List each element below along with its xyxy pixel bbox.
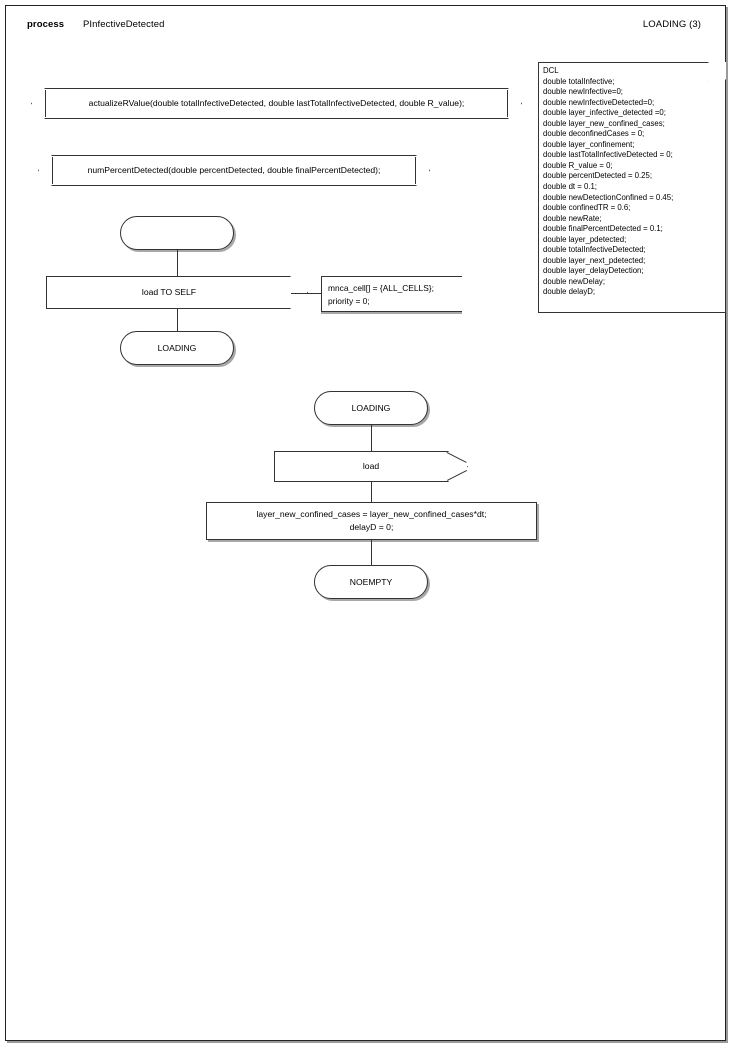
- comment-symbol: mnca_cell[] = {ALL_CELLS}; priority = 0;: [321, 276, 462, 312]
- connector-input-to-task: [371, 482, 372, 502]
- procedure-symbol-actualize-rvalue[interactable]: actualizeRValue(double totalInfectiveDet…: [31, 88, 522, 119]
- declaration-text: DCL double totalInfective; double newInf…: [543, 66, 674, 297]
- procedure-outline: [38, 155, 430, 186]
- procedure-inner-outline: [52, 157, 416, 184]
- comment-text: mnca_cell[] = {ALL_CELLS}; priority = 0;: [328, 283, 434, 306]
- connector-start-to-output: [177, 250, 178, 276]
- state-label: LOADING: [351, 402, 391, 413]
- diagram-kind-label: process: [27, 19, 65, 30]
- state-symbol-loading-2[interactable]: LOADING: [314, 391, 428, 425]
- comment-connector-line: [291, 293, 322, 294]
- state-label: LOADING: [157, 342, 197, 353]
- state-symbol-noempty[interactable]: NOEMPTY: [314, 565, 428, 599]
- page-title: PInfectiveDetected: [83, 19, 165, 30]
- input-label: load: [362, 461, 380, 471]
- procedure-outline: [31, 88, 522, 119]
- procedure-symbol-num-percent-detected[interactable]: numPercentDetected(double percentDetecte…: [38, 155, 430, 186]
- page-index-label: LOADING (3): [642, 19, 701, 30]
- state-symbol-loading-1[interactable]: LOADING: [120, 331, 234, 365]
- connector-state-to-input: [371, 425, 372, 451]
- procedure-inner-outline: [45, 90, 508, 117]
- declaration-note: DCL double totalInfective; double newInf…: [538, 62, 726, 313]
- start-state-symbol[interactable]: [120, 216, 234, 250]
- input-symbol-load[interactable]: load: [274, 451, 468, 482]
- page-border: [5, 5, 726, 1041]
- start-state-label: [121, 217, 233, 249]
- input-notch: [448, 451, 468, 482]
- connector-output-to-state: [177, 309, 178, 331]
- task-symbol[interactable]: layer_new_confined_cases = layer_new_con…: [206, 502, 537, 540]
- note-body: [538, 62, 726, 313]
- connector-task-to-state: [371, 540, 372, 565]
- output-label: load TO SELF: [141, 287, 197, 297]
- task-text: layer_new_confined_cases = layer_new_con…: [256, 509, 487, 532]
- output-symbol-load-to-self[interactable]: load TO SELF: [46, 276, 308, 309]
- state-label: NOEMPTY: [349, 576, 393, 587]
